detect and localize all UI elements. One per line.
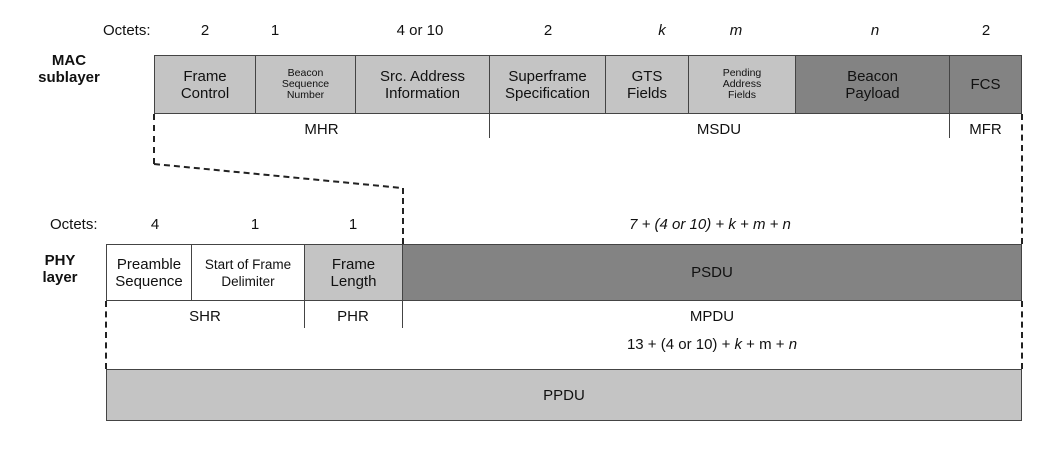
- mac-octet-frame-control: 2: [200, 22, 210, 39]
- beacon-seq-line2: Sequence: [281, 78, 330, 90]
- mac-octet-src-addr: 4 or 10: [396, 22, 444, 39]
- mac-octet-payload: n: [870, 22, 880, 39]
- mac-layer-label-line2: sublayer: [38, 69, 100, 86]
- phy-layer-label: PHY layer: [20, 252, 100, 286]
- mhr-to-phy-connector: [153, 163, 403, 189]
- mac-layer-label: MAC sublayer: [24, 52, 114, 86]
- mac-octets-label: Octets:: [103, 22, 151, 39]
- mac-octet-beacon-seq: 1: [270, 22, 280, 39]
- psdu-octets-part1: 7 + (4 or 10): [629, 216, 712, 233]
- gts-line2: Fields: [626, 84, 667, 102]
- frame-length-line1: Frame: [331, 255, 376, 273]
- msdu-label: MSDU: [696, 121, 742, 138]
- mac-octet-pending: m: [729, 22, 743, 39]
- mac-octet-fcs: 2: [981, 22, 991, 39]
- shr-phr-divider: [304, 301, 305, 328]
- mfr-label: MFR: [969, 121, 1002, 138]
- phy-right-connector: [1021, 301, 1023, 369]
- mpdu-size-formula: 13 + (4 or 10) + k + m + n: [402, 336, 1022, 353]
- mpdu-size-part2: k: [734, 336, 743, 353]
- mac-left-connector: [153, 114, 155, 164]
- beacon-seq-line3: Number: [286, 89, 325, 101]
- superframe-line2: Specification: [504, 84, 591, 102]
- mhr-msdu-divider: [489, 114, 490, 138]
- mac-octet-gts: k: [658, 22, 666, 39]
- beacon-seq-line1: Beacon: [287, 67, 324, 79]
- frame-length-line2: Length: [330, 272, 377, 290]
- preamble-line1: Preamble: [116, 255, 182, 273]
- pending-line3: Fields: [727, 89, 756, 101]
- fcs-label: FCS: [970, 76, 1001, 93]
- mpdu-size-part4: n: [788, 336, 798, 353]
- mac-right-connector: [1021, 114, 1023, 244]
- phy-octet-frame-length: 1: [348, 216, 358, 233]
- frame-control-line1: Frame: [183, 67, 227, 85]
- phy-octet-sfd: 1: [250, 216, 260, 233]
- phr-mpdu-divider: [402, 301, 403, 328]
- mpdu-label: MPDU: [689, 308, 735, 325]
- sfd-line1: Start of Frame: [204, 256, 292, 272]
- phy-layer-label-line2: layer: [42, 269, 78, 286]
- ppdu-label: PPDU: [543, 386, 585, 404]
- mhr-label: MHR: [304, 121, 339, 138]
- psdu-octets-part2: + k + m + n: [711, 216, 791, 233]
- mhr-to-psdu-connector: [402, 188, 404, 244]
- beacon-payload-line2: Payload: [845, 84, 900, 102]
- mpdu-size-part3: + m +: [742, 336, 789, 353]
- ppdu-field: PPDU: [106, 369, 1022, 421]
- pending-line1: Pending: [722, 67, 762, 79]
- psdu-octets-formula: 7 + (4 or 10) + k + m + n: [560, 216, 860, 233]
- preamble-line2: Sequence: [115, 272, 183, 290]
- phy-octets-label: Octets:: [50, 216, 98, 233]
- mac-layer-label-line1: MAC: [51, 52, 87, 69]
- msdu-mfr-divider: [949, 114, 950, 138]
- phr-label: PHR: [337, 308, 369, 325]
- sfd-line2: Delimiter: [221, 273, 275, 289]
- psdu-field: PSDU: [402, 244, 1022, 301]
- mac-octet-superframe: 2: [543, 22, 553, 39]
- superframe-line1: Superframe: [508, 67, 587, 85]
- mpdu-size-part1: 13 + (4 or 10) +: [626, 336, 735, 353]
- fcs-field: FCS: [949, 55, 1022, 114]
- psdu-label: PSDU: [691, 264, 733, 281]
- phy-layer-label-line1: PHY: [44, 252, 76, 269]
- phy-left-connector: [105, 301, 107, 369]
- frame-control-line2: Control: [180, 84, 230, 102]
- src-addr-line2: Information: [384, 84, 461, 102]
- src-addr-line1: Src. Address: [379, 67, 466, 85]
- phy-octet-preamble: 4: [150, 216, 160, 233]
- pending-line2: Address: [722, 78, 762, 90]
- beacon-payload-line1: Beacon: [847, 67, 898, 85]
- gts-line1: GTS: [631, 67, 663, 85]
- shr-label: SHR: [189, 308, 221, 325]
